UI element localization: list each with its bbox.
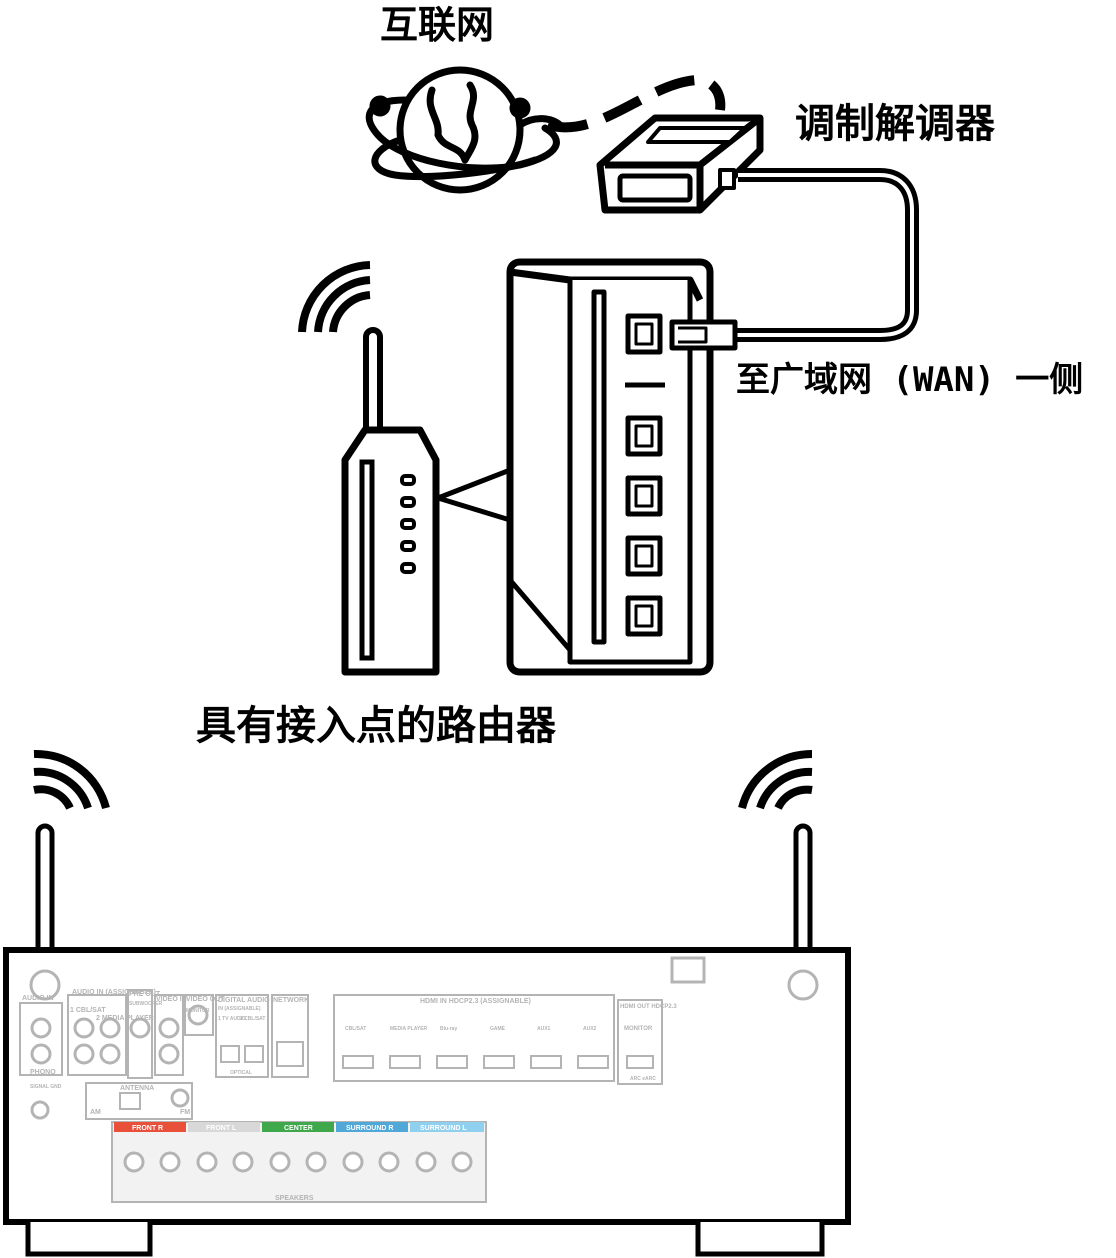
- label-wan-side: 至广域网 (WAN) 一侧: [736, 360, 1084, 400]
- hdmi-input-2: MEDIA PLAYER: [390, 1026, 428, 1032]
- video-out-text: VIDEO OUT: [186, 996, 225, 1003]
- label-internet: 互联网: [380, 3, 495, 47]
- fm-text: FM: [180, 1109, 190, 1116]
- antenna-text: ANTENNA: [120, 1085, 154, 1092]
- hdmi-monitor-text: MONITOR: [624, 1026, 653, 1032]
- modem-icon: [596, 114, 764, 214]
- wan-cable: [732, 168, 919, 342]
- digital-assignable-text: IN (ASSIGNABLE): [218, 1006, 261, 1012]
- label-modem: 调制解调器: [795, 101, 995, 147]
- cbl-sat-2-text: 2 CBL/SAT: [240, 1016, 265, 1022]
- label-router: 具有接入点的路由器: [196, 703, 556, 749]
- receiver-wifi-right-icon: [738, 749, 813, 810]
- hdmi-input-5: AUX1: [537, 1026, 551, 1032]
- network-text: NETWORK: [273, 997, 309, 1004]
- subwoofer-text: SUBWOOFER: [129, 1001, 162, 1007]
- monitor-text: MONITOR: [186, 1008, 210, 1014]
- signal-gnd-text: SIGNAL GND: [30, 1084, 62, 1090]
- digital-audio-text: DIGITAL AUDIO: [218, 997, 270, 1004]
- phono-text: PHONO: [30, 1069, 56, 1076]
- arc-text: ARC eARC: [630, 1076, 656, 1082]
- router-icon: [341, 327, 440, 676]
- center-bar: [262, 1122, 334, 1132]
- front-l-text: FRONT L: [206, 1125, 237, 1132]
- tv-audio-text: 1 TV AUDIO: [218, 1016, 246, 1022]
- surround-l-text: SURROUND L: [420, 1125, 467, 1132]
- hdmi-input-4: GAME: [490, 1026, 506, 1032]
- optical-text: OPTICAL: [230, 1070, 252, 1076]
- globe-icon: [365, 66, 564, 194]
- hdmi-input-6: AUX2: [583, 1026, 597, 1032]
- speakers-text: SPEAKERS: [275, 1195, 314, 1202]
- media-player-text: 2 MEDIA PLAYER: [96, 1015, 154, 1022]
- hdmi-out-text: HDMI OUT HDCP2.3: [620, 1004, 677, 1010]
- am-text: AM: [90, 1109, 101, 1116]
- video-in-text: VIDEO IN: [156, 996, 187, 1003]
- front-r-text: FRONT R: [132, 1125, 163, 1132]
- hdmi-input-3: Blu-ray: [440, 1026, 457, 1032]
- front-r-bar: [114, 1122, 186, 1132]
- hdmi-in-text: HDMI IN HDCP2.3 (ASSIGNABLE): [420, 998, 531, 1005]
- internet-link-dashed: [546, 74, 726, 133]
- cbl-sat-text: 1 CBL/SAT: [70, 1007, 106, 1014]
- callout-lines: [437, 467, 511, 523]
- receiver-rear-panel: [19, 956, 819, 1203]
- receiver-wifi-left-icon: [33, 749, 110, 810]
- surround-r-bar: [336, 1122, 408, 1132]
- center-text: CENTER: [284, 1125, 313, 1132]
- hdmi-input-1: CBL/SAT: [345, 1026, 366, 1032]
- router-zoom-icon: [506, 258, 738, 676]
- router-wifi-icon: [298, 261, 371, 333]
- audio-in-assignable-text: AUDIO IN (ASSIGNABLE): [72, 989, 156, 996]
- audio-in-text: AUDIO IN: [22, 995, 54, 1002]
- pre-out-text: PRE OUT: [129, 991, 161, 998]
- front-l-bar: [188, 1122, 260, 1132]
- surround-l-bar: [410, 1122, 484, 1132]
- surround-r-text: SURROUND R: [346, 1125, 393, 1132]
